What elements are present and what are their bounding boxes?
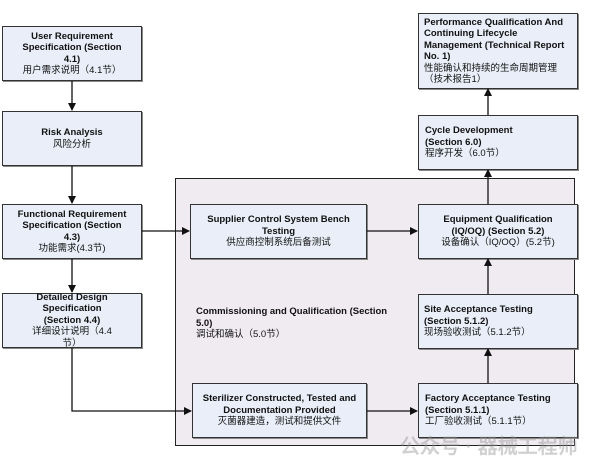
- box-label-zh: 设备确认（IQ/OQ）(5.2节): [441, 237, 555, 249]
- box-label-en: Sterilizer Constructed, Tested and Docum…: [202, 393, 357, 416]
- box-factory-acceptance-testing: Factory Acceptance Testing (Section 5.1.…: [418, 383, 578, 438]
- box-functional-requirement-spec: Functional Requirement Specification (Se…: [2, 204, 142, 259]
- box-label-en: Functional Requirement Specification (Se…: [17, 208, 127, 243]
- box-label-zh: 性能确认和持续的生命周期管理（技术报告1）: [424, 62, 558, 86]
- box-label-zh: 详细设计说明（4.4节）: [32, 326, 112, 349]
- commissioning-label-en: Commissioning and Qualification (Section…: [196, 306, 388, 329]
- box-risk-analysis: Risk Analysis 风险分析: [2, 111, 142, 166]
- box-label-zh: 程序开发（6.0节）: [425, 148, 505, 160]
- arrow-dds-to-sterilizer: [71, 348, 192, 415]
- commissioning-label: Commissioning and Qualification (Section…: [196, 306, 396, 341]
- box-supplier-bench-testing: Supplier Control System Bench Testing 供应…: [190, 204, 367, 259]
- box-label-en: Factory Acceptance Testing (Section 5.1.…: [425, 393, 551, 416]
- box-label-zh: 现场验收测试（5.1.2节）: [424, 327, 531, 339]
- box-label-en: User Requirement Specification (Section …: [22, 30, 122, 65]
- box-label-en: Equipment Qualification (IQ/OQ) (Section…: [443, 214, 553, 237]
- box-label-zh: 工厂验收测试（5.1.1节）: [425, 416, 532, 428]
- box-label-en: Site Acceptance Testing (Section 5.1.2): [424, 304, 533, 327]
- commissioning-label-zh: 调试和确认（5.0节）: [196, 329, 286, 340]
- box-label-zh: 功能需求(4.3节): [38, 243, 106, 254]
- box-cycle-development: Cycle Development (Section 6.0) 程序开发（6.0…: [418, 115, 578, 170]
- box-equipment-qualification: Equipment Qualification (IQ/OQ) (Section…: [418, 204, 578, 259]
- box-label-en: Risk Analysis: [41, 127, 103, 138]
- box-label-en: Performance Qualification And Continuing…: [424, 16, 565, 63]
- box-label-en: Detailed Design Specification (Section 4…: [36, 291, 108, 326]
- box-detailed-design-spec: Detailed Design Specification (Section 4…: [2, 291, 142, 349]
- box-performance-qualification: Performance Qualification And Continuing…: [418, 13, 578, 89]
- box-label-zh: 供应商控制系统后备测试: [226, 237, 331, 249]
- box-label-en: Supplier Control System Bench Testing: [207, 214, 350, 237]
- box-label-zh: 风险分析: [52, 138, 91, 150]
- box-sterilizer-constructed: Sterilizer Constructed, Tested and Docum…: [192, 383, 367, 438]
- box-label-zh: 灭菌器建造，测试和提供文件: [217, 416, 342, 428]
- box-user-requirement-spec: User Requirement Specification (Section …: [2, 26, 142, 81]
- box-label-en: Cycle Development (Section 6.0): [425, 125, 513, 148]
- box-site-acceptance-testing: Site Acceptance Testing (Section 5.1.2) …: [418, 294, 578, 349]
- box-label-zh: 用户需求说明（4.1节）: [22, 65, 122, 76]
- watermark: 公众号 · 器械工程师: [400, 436, 578, 458]
